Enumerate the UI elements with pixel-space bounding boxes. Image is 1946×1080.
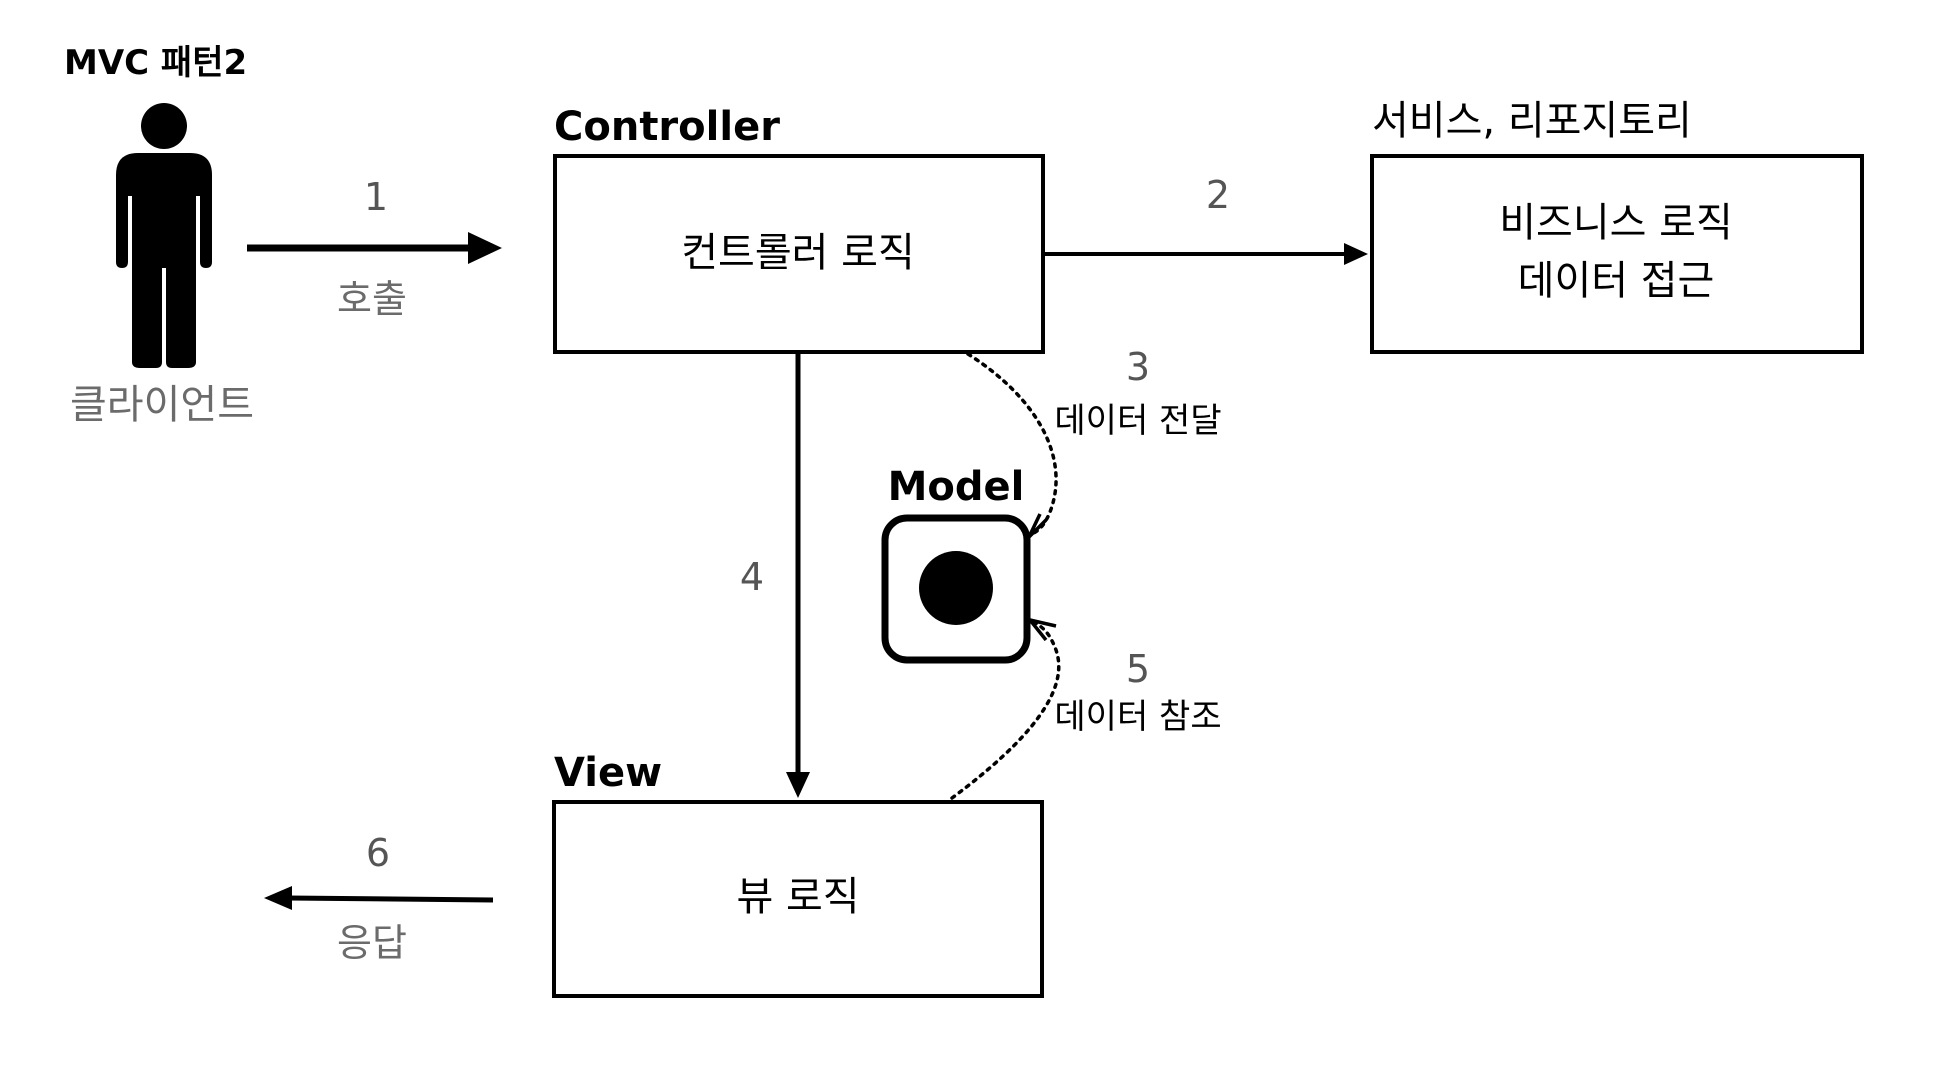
step-5-arrowhead — [1025, 617, 1057, 642]
service-line-1: 비즈니스 로직 — [1499, 200, 1733, 246]
service-title: 서비스, 리포지토리 — [1372, 98, 1692, 144]
client-label: 클라이언트 — [70, 382, 254, 428]
controller-title: Controller — [554, 104, 780, 150]
model-title: Model — [888, 464, 1025, 510]
view-box — [552, 800, 1044, 998]
step-5-label: 데이터 참조 — [1054, 697, 1221, 737]
step-6-number: 6 — [366, 831, 390, 875]
model-dot-icon — [919, 551, 993, 625]
step-3-number: 3 — [1126, 345, 1150, 389]
step-2-number: 2 — [1206, 173, 1230, 217]
step-6-arrow — [287, 895, 494, 903]
diagram-title: MVC 패턴2 — [64, 43, 247, 83]
step-4-arrowhead — [786, 772, 810, 798]
step-3-label: 데이터 전달 — [1054, 401, 1221, 441]
step-6-arrowhead — [264, 886, 292, 910]
step-1-label: 호출 — [337, 277, 407, 321]
controller-body: 컨트롤러 로직 — [681, 230, 915, 276]
view-title: View — [554, 750, 662, 796]
view-body: 뷰 로직 — [736, 874, 859, 920]
step-6-label: 응답 — [337, 921, 407, 965]
step-1-arrowhead — [468, 232, 502, 264]
service-box — [1370, 154, 1864, 354]
person-icon — [116, 103, 212, 368]
step-1-number: 1 — [364, 175, 388, 219]
step-5-arrow — [950, 620, 1061, 800]
step-5-number: 5 — [1126, 647, 1150, 691]
service-line-2: 데이터 접근 — [1518, 258, 1715, 304]
step-4-number: 4 — [740, 555, 764, 599]
step-2-arrowhead — [1344, 243, 1368, 265]
